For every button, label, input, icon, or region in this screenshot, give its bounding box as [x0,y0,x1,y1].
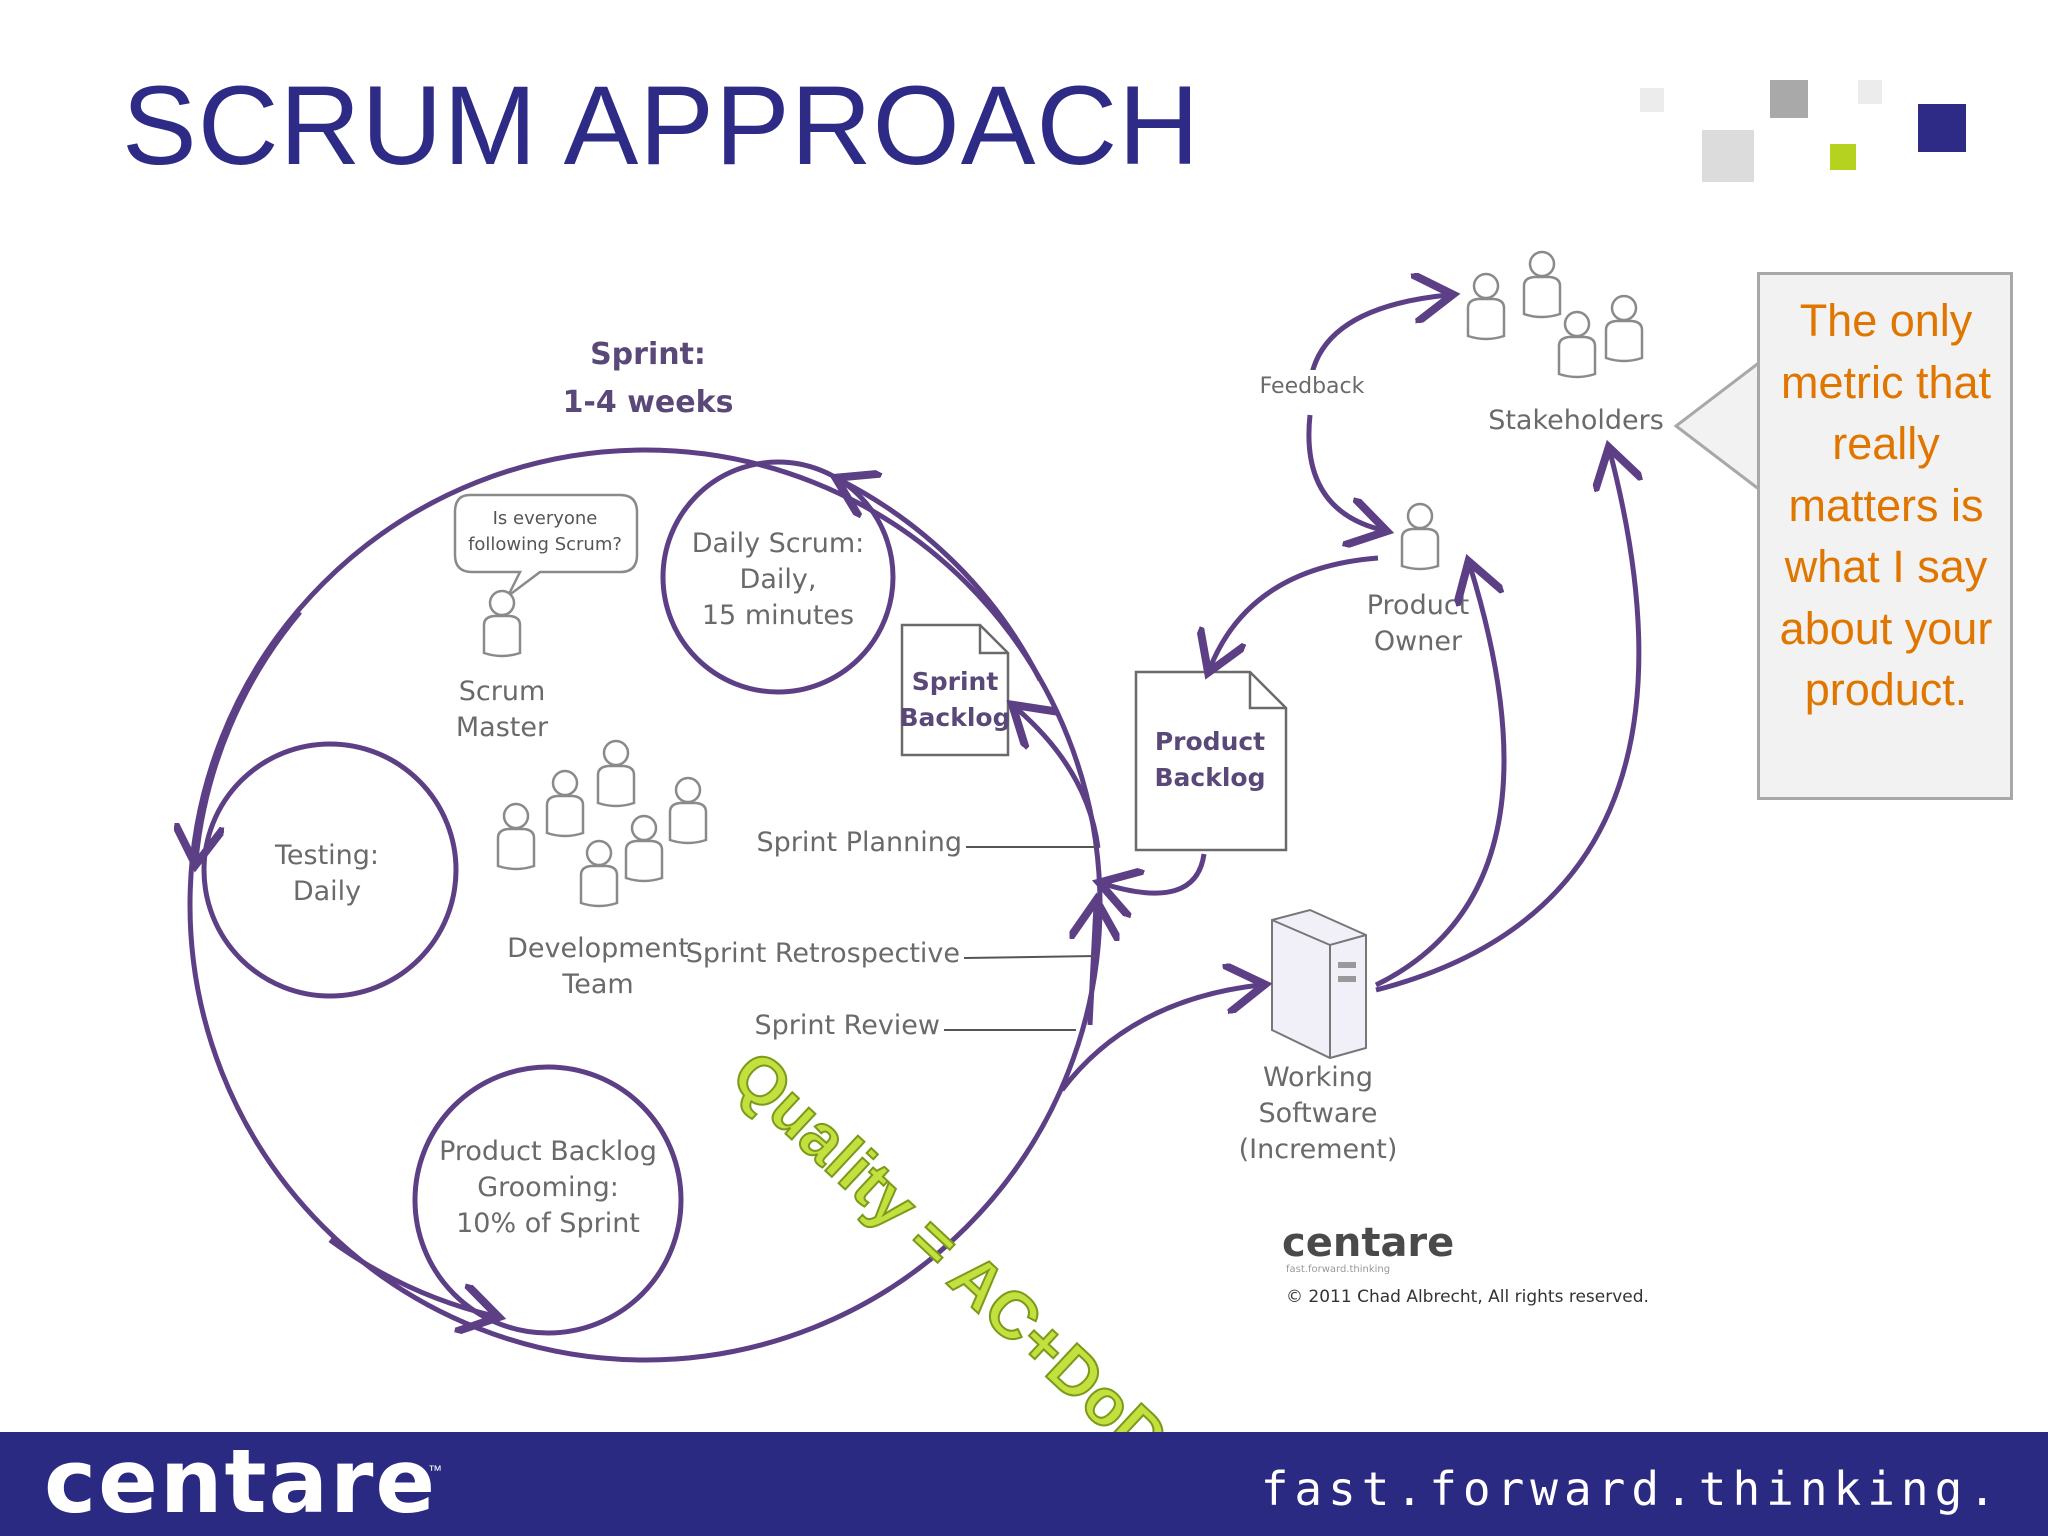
feedback-label-bg [1256,370,1368,404]
feedback-arrow [1306,414,1382,530]
document-fold [978,625,1008,655]
development-team-label: Development [507,933,689,964]
feedback-label: Feedback [1260,374,1365,399]
sprint-cycle-arrow [196,610,302,860]
server-icon [1271,908,1367,1060]
server-drive [1338,976,1356,982]
server-drive [1338,962,1356,968]
backlog-to-planning-arrow [1104,853,1207,893]
sprint-planning-label: Sprint Planning [757,827,962,858]
callout-text: The only metric that really matters is w… [1779,295,1993,715]
daily-scrum-label: 15 minutes [702,600,854,631]
increment-to-software-arrow [1060,985,1260,1092]
deco-square [1640,88,1664,112]
product-owner-icon [1400,502,1440,571]
sprint-cycle-arrow [1090,905,1096,1026]
product-backlog-label: Backlog [1154,763,1265,792]
sprint-backlog-label: Backlog [899,703,1010,732]
stakeholders-label: Stakeholders [1488,405,1664,436]
bubble-text: following Scrum? [468,534,622,555]
callout-pointer [1673,360,1761,492]
product-backlog-label: Product [1155,727,1265,756]
grooming-label: 10% of Sprint [456,1208,640,1239]
centare-diagram-logo: centare [1282,1220,1454,1266]
product-backlog-document-icon [1134,670,1288,852]
stakeholder-icon [1604,294,1644,363]
working-software-label: Software [1258,1098,1377,1129]
software-to-stakeholders-arrow [1375,452,1639,993]
working-software-label: Working [1263,1062,1373,1093]
footer-logo: centare [44,1430,438,1533]
stakeholder-icon [1522,250,1562,319]
sprint-cycle-arrow [840,480,1043,682]
sprint-duration-label: 1-4 weeks [563,385,734,420]
deco-square [1830,144,1856,170]
sprint-retrospective-label: Sprint Retrospective [686,938,960,969]
scrum-diagram: Sprint: 1-4 weeks Is everyone following … [0,250,1761,1432]
daily-scrum-label: Daily Scrum: [692,528,865,559]
decorative-squares [1640,80,1966,182]
team-member-icon [596,739,636,808]
grooming-circle [412,1064,684,1336]
grooming-label: Grooming: [477,1172,619,1203]
sprint-label: Sprint: [590,337,706,372]
scrum-master-label: Scrum [459,676,546,707]
daily-scrum-circle [660,459,896,695]
speech-bubble [453,493,639,597]
testing-circle [201,741,459,999]
to-sprint-backlog-arrow [1016,708,1101,849]
testing-label: Testing: [274,840,379,871]
sprint-review-label: Sprint Review [755,1010,941,1041]
quality-overlay-text: Quality = AC+DoD [718,1036,1182,1432]
scrum-master-label: Master [456,712,549,743]
copyright-text: © 2011 Chad Albrecht, All rights reserve… [1286,1287,1649,1307]
owner-to-backlog-arrow [1210,555,1379,668]
grooming-label: Product Backlog [439,1136,657,1167]
team-member-icon [496,802,536,871]
document-fold [1248,672,1286,710]
software-to-owner-arrow [1374,566,1507,988]
footer-bar [0,1432,2048,1536]
slide-title: SCRUM APPROACH [122,63,1201,188]
footer-tagline: fast.forward.thinking. [1260,1462,2002,1516]
stakeholder-icon [1557,310,1597,379]
development-team-label: Team [561,969,633,1000]
bubble-text: Is everyone [493,508,598,529]
stakeholder-icon [1466,272,1506,341]
centare-diagram-tagline: fast.forward.thinking [1286,1264,1390,1275]
sprint-backlog-label: Sprint [912,667,999,696]
testing-label: Daily [293,876,361,907]
deco-square [1918,104,1966,152]
team-member-icon [624,814,664,883]
team-member-icon [579,839,619,908]
leader-line [963,955,1097,959]
deco-square [1770,80,1808,118]
deco-square [1858,80,1882,104]
callout-box [1757,272,2013,800]
product-owner-label: Owner [1374,626,1463,657]
scrum-master-person-icon [482,589,522,658]
product-owner-label: Product [1367,590,1470,621]
feedback-arrow [1307,295,1448,386]
deco-square [1702,130,1754,182]
daily-scrum-label: Daily, [740,564,817,595]
team-member-icon [545,769,585,838]
footer-trademark: ™ [428,1462,442,1478]
working-software-label: (Increment) [1239,1134,1398,1165]
team-member-icon [668,776,708,845]
